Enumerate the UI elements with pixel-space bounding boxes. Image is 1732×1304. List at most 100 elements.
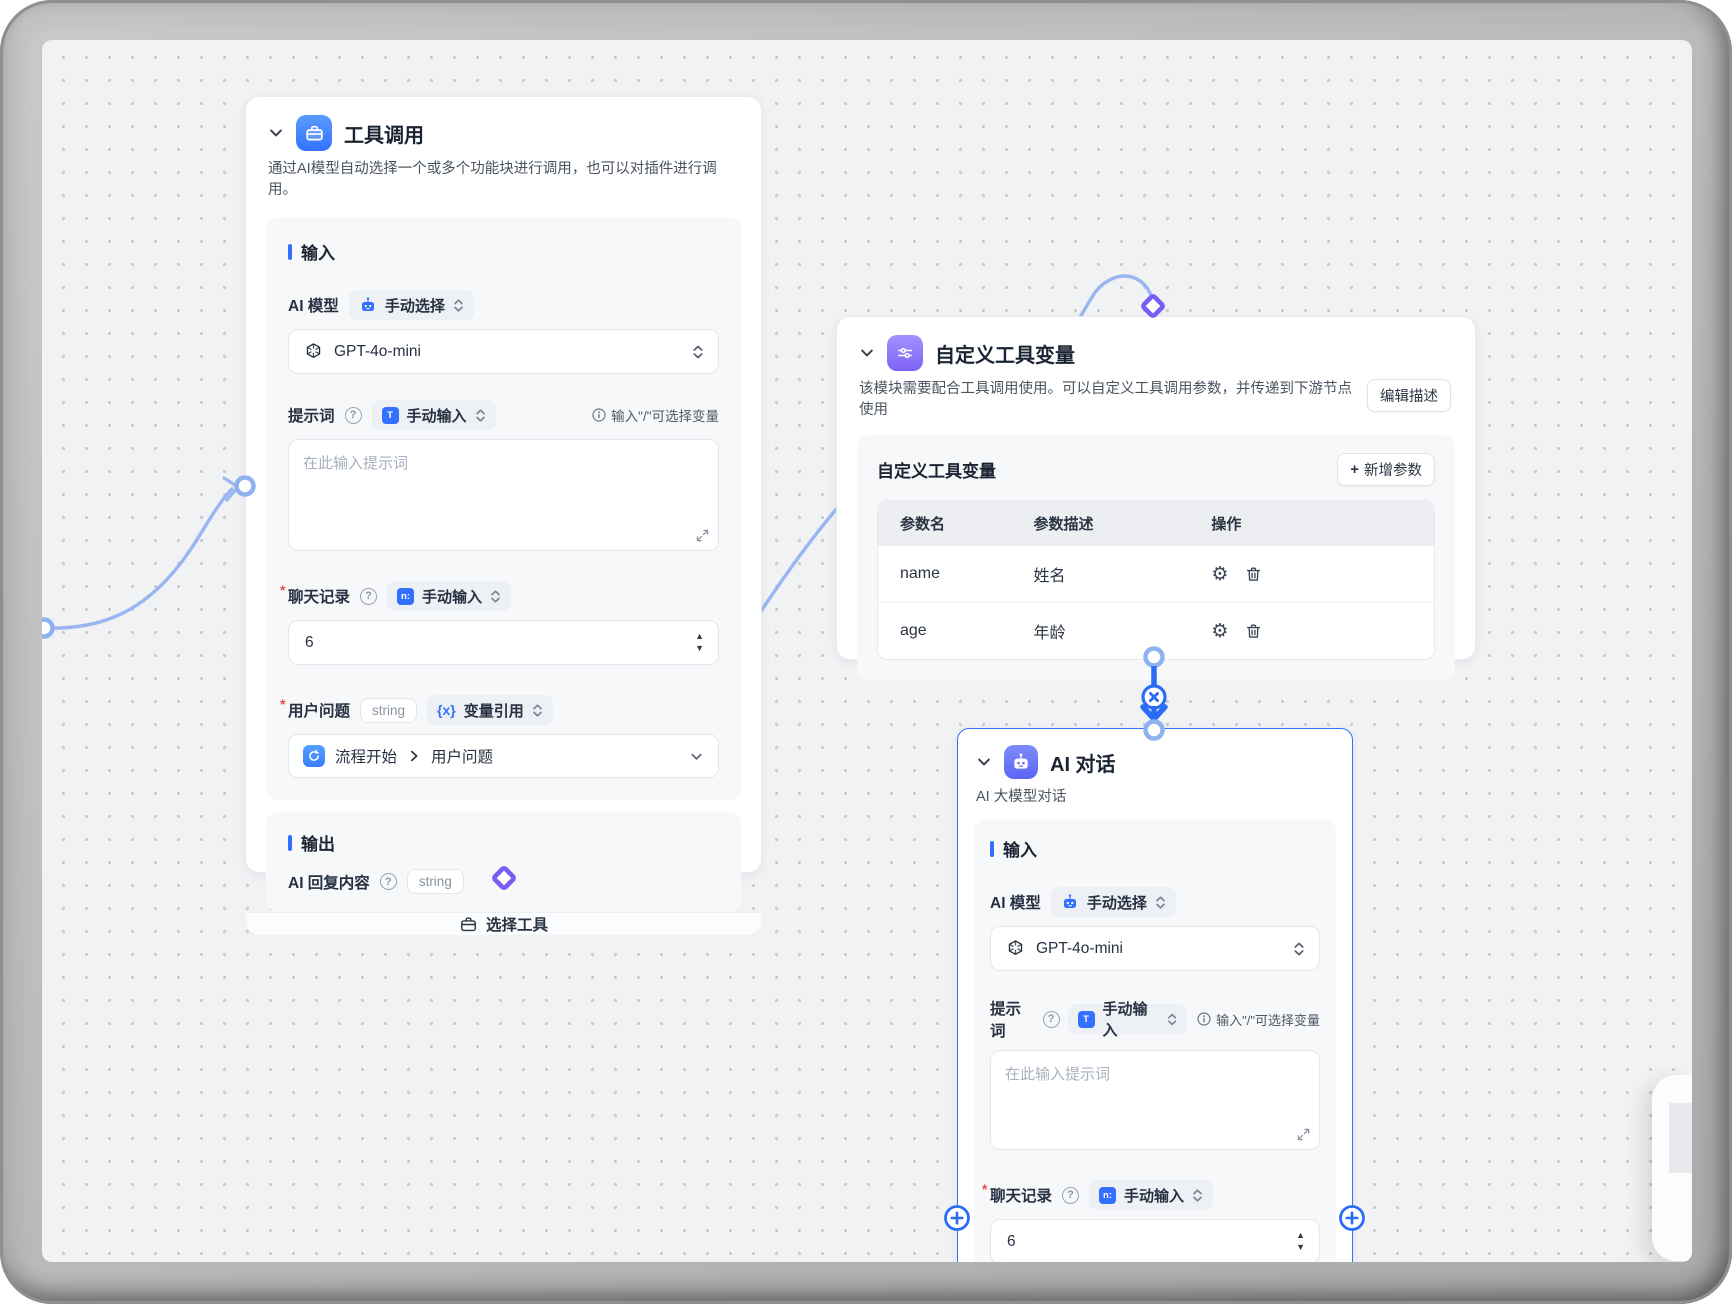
help-icon[interactable]: ? xyxy=(360,587,378,605)
question-mode-badge[interactable]: {x} 变量引用 xyxy=(427,695,553,725)
prompt-textarea[interactable] xyxy=(288,439,719,551)
help-icon[interactable]: ? xyxy=(1062,1186,1080,1204)
help-icon[interactable]: ? xyxy=(1042,1010,1060,1028)
user-question-label: 用户问题 xyxy=(280,696,350,721)
ref-source: 流程开始 xyxy=(335,749,398,766)
section-title-output: 输出 xyxy=(288,830,719,855)
help-icon[interactable]: ? xyxy=(379,873,397,890)
question-mode-label: 变量引用 xyxy=(463,702,524,720)
node-tool-call[interactable]: 工具调用 通过AI模型自动选择一个或多个功能块进行调用，也可以对插件进行调用。 … xyxy=(245,96,762,935)
side-panel-peek[interactable] xyxy=(1652,1075,1692,1261)
param-desc: 姓名 xyxy=(1033,568,1066,585)
history-mode-label: 手动输入 xyxy=(422,588,483,606)
stepper-up-icon[interactable]: ▲ xyxy=(1296,1230,1305,1240)
help-icon[interactable]: ? xyxy=(344,406,362,424)
history-mode-badge[interactable]: n: 手动输入 xyxy=(387,581,512,611)
node-header: 工具调用 xyxy=(246,97,761,151)
expand-icon[interactable] xyxy=(696,529,709,542)
history-mode-badge[interactable]: n: 手动输入 xyxy=(1089,1180,1214,1210)
chevron-down-icon xyxy=(691,753,702,760)
collapse-chevron-icon[interactable] xyxy=(976,754,992,770)
prompt-row: 提示词 ? T 手动输入 输入"/"可选择变量 xyxy=(288,400,719,430)
add-param-button[interactable]: + 新增参数 xyxy=(1337,453,1435,486)
node-title: 工具调用 xyxy=(344,124,424,147)
chat-history-label: 聊天记录 xyxy=(982,1181,1052,1206)
col-param-desc: 参数描述 xyxy=(1033,516,1094,533)
model-select[interactable]: GPT-4o-mini xyxy=(990,926,1320,971)
param-name: name xyxy=(900,565,941,582)
expand-icon[interactable] xyxy=(1297,1128,1310,1141)
param-name: age xyxy=(900,622,927,639)
output-row: AI 回复内容 ? string xyxy=(288,869,719,894)
node-header: AI 对话 xyxy=(958,729,1352,779)
stepper-down-icon[interactable]: ▼ xyxy=(1296,1242,1305,1252)
text-type-icon: T xyxy=(1077,1010,1095,1028)
flow-start-icon xyxy=(303,745,325,767)
edit-description-button[interactable]: 编辑描述 xyxy=(1367,379,1451,412)
robot-icon xyxy=(1004,745,1038,779)
ai-model-row: AI 模型 手动选择 xyxy=(990,887,1320,917)
model-select[interactable]: GPT-4o-mini xyxy=(288,329,719,374)
node-custom-tool-vars[interactable]: 自定义工具变量 该模块需要配合工具调用使用。可以自定义工具调用参数，并传递到下游… xyxy=(836,316,1476,680)
chat-history-row: 聊天记录 ? n: 手动输入 xyxy=(280,581,719,611)
select-tool-button[interactable]: 选择工具 xyxy=(246,912,761,935)
ai-model-label: AI 模型 xyxy=(288,298,339,315)
edge-endpoint-dot[interactable] xyxy=(42,617,55,639)
updown-caret-icon xyxy=(1193,1188,1202,1202)
table-row: name 姓名 ⚙ xyxy=(878,546,1434,602)
node-description: 该模块需要配合工具调用使用。可以自定义工具调用参数，并传递到下游节点使用 xyxy=(859,381,1352,418)
model-select-value: GPT-4o-mini xyxy=(1036,939,1123,957)
gear-icon[interactable]: ⚙ xyxy=(1211,563,1229,585)
prompt-mode-badge[interactable]: T 手动输入 xyxy=(1067,1001,1188,1039)
collapse-chevron-icon[interactable] xyxy=(268,125,284,141)
model-mode-label: 手动选择 xyxy=(1086,894,1147,912)
stepper-up-icon[interactable]: ▲ xyxy=(695,631,704,641)
trash-icon[interactable] xyxy=(1244,622,1263,641)
gear-icon[interactable]: ⚙ xyxy=(1211,620,1229,642)
stepper-down-icon[interactable]: ▼ xyxy=(695,643,704,653)
history-count-input[interactable]: ▲ ▼ xyxy=(990,1219,1320,1262)
slash-variable-hint: 输入"/"可选择变量 xyxy=(592,405,719,425)
user-question-row: 用户问题 string {x} 变量引用 xyxy=(280,695,719,725)
text-type-icon: T xyxy=(381,406,399,424)
number-type-icon: n: xyxy=(1099,1186,1117,1204)
edge-into-tool-node[interactable] xyxy=(42,487,234,630)
node-subtitle: AI 大模型对话 xyxy=(976,789,1067,805)
vars-panel: 自定义工具变量 + 新增参数 参数名 参数描述 操作 name xyxy=(857,435,1455,680)
updown-caret-icon xyxy=(475,408,485,422)
output-panel: 输出 AI 回复内容 ? string xyxy=(266,812,741,912)
node-ai-chat[interactable]: AI 对话 AI 大模型对话 输入 AI 模型 手动选择 GPT-4o-mini xyxy=(957,728,1353,1262)
model-mode-badge[interactable]: 手动选择 xyxy=(348,290,474,320)
prompt-textarea[interactable] xyxy=(990,1050,1320,1150)
edge-arrowhead xyxy=(222,476,240,502)
history-count-input[interactable]: ▲ ▼ xyxy=(288,620,719,665)
ref-field: 用户问题 xyxy=(431,749,494,766)
openai-icon xyxy=(1008,940,1023,955)
sliders-icon xyxy=(887,335,923,371)
input-panel: 输入 AI 模型 手动选择 GPT-4o-mini 提示词 xyxy=(974,820,1336,1262)
collapse-chevron-icon[interactable] xyxy=(859,345,875,361)
plus-icon: + xyxy=(1350,461,1359,478)
prompt-mode-label: 手动输入 xyxy=(1102,1001,1148,1039)
updown-caret-icon xyxy=(453,298,463,312)
info-icon xyxy=(1197,1012,1211,1026)
model-mode-label: 手动选择 xyxy=(384,297,445,315)
briefcase-icon xyxy=(461,916,476,931)
history-count-value[interactable] xyxy=(1005,1231,1065,1252)
x-circle-icon[interactable] xyxy=(1141,684,1167,710)
model-mode-badge[interactable]: 手动选择 xyxy=(1050,887,1176,917)
section-title-input: 输入 xyxy=(990,836,1320,861)
table-row: age 年龄 ⚙ xyxy=(878,602,1434,659)
vars-node-top-handle-diamond[interactable] xyxy=(1141,294,1165,318)
table-header-row: 参数名 参数描述 操作 xyxy=(878,501,1434,546)
side-panel-thumbnail xyxy=(1669,1103,1692,1173)
trash-icon[interactable] xyxy=(1244,565,1263,584)
history-count-value[interactable] xyxy=(303,632,363,653)
prompt-mode-badge[interactable]: T 手动输入 xyxy=(371,400,496,430)
add-param-label: 新增参数 xyxy=(1364,463,1422,479)
variable-reference-select[interactable]: 流程开始 用户问题 xyxy=(288,734,719,778)
type-badge: string xyxy=(360,697,418,723)
flow-canvas[interactable]: 工具调用 通过AI模型自动选择一个或多个功能块进行调用，也可以对插件进行调用。 … xyxy=(42,40,1692,1262)
updown-caret-icon xyxy=(532,703,542,717)
